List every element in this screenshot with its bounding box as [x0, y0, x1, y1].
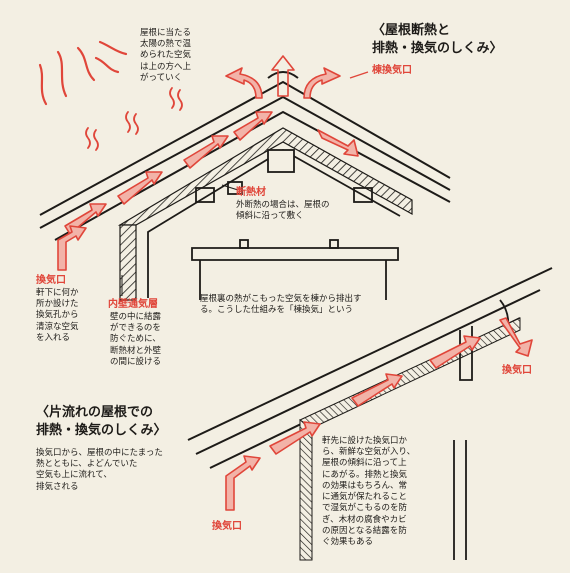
shed-wall-insulation — [299, 419, 313, 561]
sun-heat-note: 屋根に当たる 太陽の熱で温 められた空気 は上の方へ上 がっていく — [140, 28, 192, 83]
exhaust-vent-label: 換気口 — [502, 365, 532, 376]
ridge-cap — [267, 71, 299, 79]
ridge-vent-pointer — [349, 71, 369, 79]
wall-insulation — [119, 224, 137, 301]
shed-title: 〈片流れの屋根での 排熱・換気のしくみ〉 — [36, 405, 167, 439]
inner-vent-note: 壁の中に結露 ができるのを 防ぐために、 断熱材と外壁 の間に設ける — [110, 312, 162, 367]
ridge-vent-label: 棟換気口 — [372, 65, 412, 76]
intake-note: 軒下に何か 所か設けた 換気孔から 清涼な空気 を入れる — [36, 288, 79, 343]
eave-note: 軒先に設けた換気口か ら、新鮮な空気が入り、 屋根の傾斜に沿って上 にあがる。排… — [322, 436, 416, 547]
intake-vent-bottom-label: 換気口 — [212, 521, 242, 532]
shed-air-flow — [225, 317, 533, 511]
ridge-note: 屋根裏の熱がこもった空気を棟から排出す る。こうした仕組みを「棟換気」という — [200, 294, 362, 316]
insulation-label: 断熱材 — [236, 187, 266, 198]
heat-waves-icon — [85, 87, 183, 151]
house-structure — [147, 148, 401, 300]
leader-lines — [121, 184, 239, 296]
air-flow-arrows — [57, 55, 359, 271]
shed-note: 換気口から、屋根の中にたまった 熱とともに、よどんでいた 空気も上に流れて、 排… — [36, 448, 163, 492]
main-title: 〈屋根断熱と 排熱・換気のしくみ〉 — [372, 23, 503, 57]
inner-vent-label: 内壁通気層 — [108, 299, 158, 310]
sun-rays-icon — [38, 40, 128, 106]
intake-vent-label: 換気口 — [36, 275, 66, 286]
insulation-note: 外断熱の場合は、屋根の 傾斜に沿って敷く — [236, 200, 330, 222]
